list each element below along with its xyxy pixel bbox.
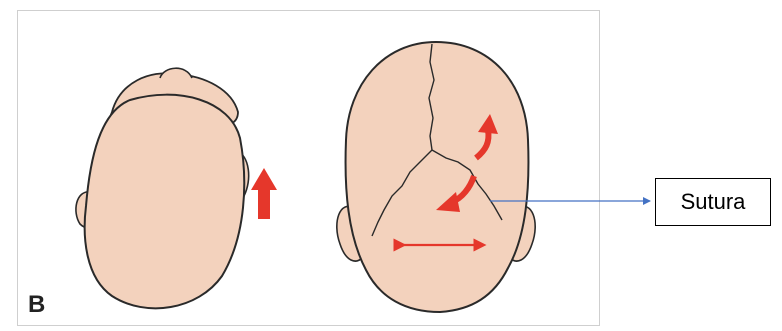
panel-letter: B (28, 293, 45, 317)
suture-label-box: Sutura (655, 178, 771, 226)
suture-label: Sutura (681, 189, 746, 215)
right-head-skull (346, 42, 529, 312)
up-arrow (251, 168, 277, 219)
left-head-top-bump (160, 68, 192, 78)
left-head-skull (85, 95, 245, 309)
left-head (76, 68, 249, 308)
right-head (337, 42, 535, 312)
